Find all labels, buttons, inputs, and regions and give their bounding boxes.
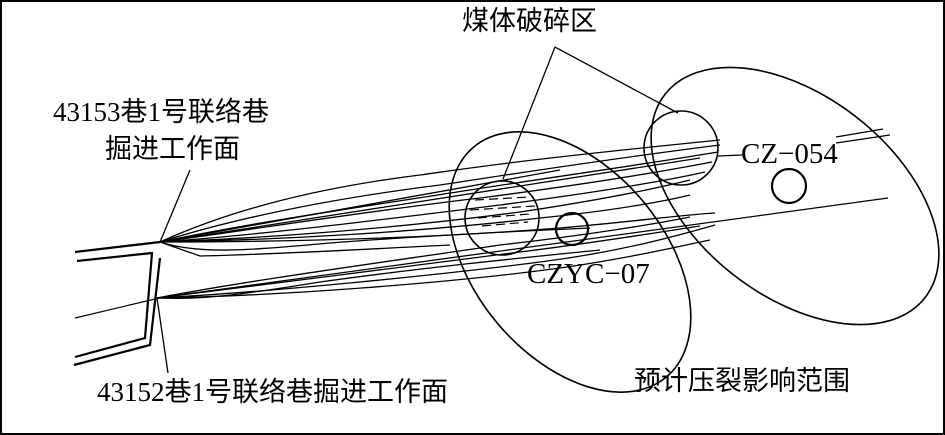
leader-lines <box>156 46 743 374</box>
face-43153-label-line1: 43153巷1号联络巷 <box>53 97 269 127</box>
borehole-cz054-label: CZ−054 <box>741 138 838 170</box>
roadway-walls <box>73 240 162 367</box>
borehole-czyc07-label: CZYC−07 <box>527 258 650 290</box>
broken-zone-circle-2 <box>643 110 719 186</box>
face-43153-label-line2: 掘进工作面 <box>105 134 240 164</box>
cz054-fracture-lines <box>835 128 891 144</box>
broken-coal-hatch <box>469 196 536 227</box>
broken-zone-label: 煤体破碎区 <box>462 6 597 36</box>
borehole-cz054-icon <box>770 167 808 205</box>
broken-zone-circle-1 <box>464 180 540 256</box>
fracture-range-label: 预计压裂影响范围 <box>634 366 850 396</box>
roadway-centerline <box>74 294 173 319</box>
borehole-czyc07-icon <box>554 211 590 247</box>
fracture-range-ellipse-cz054 <box>650 66 940 326</box>
fracture-range-ellipse-czyc07 <box>448 131 692 393</box>
face-43152-label: 43152巷1号联络巷掘进工作面 <box>97 377 448 407</box>
upper-fracture-lines <box>159 139 721 257</box>
